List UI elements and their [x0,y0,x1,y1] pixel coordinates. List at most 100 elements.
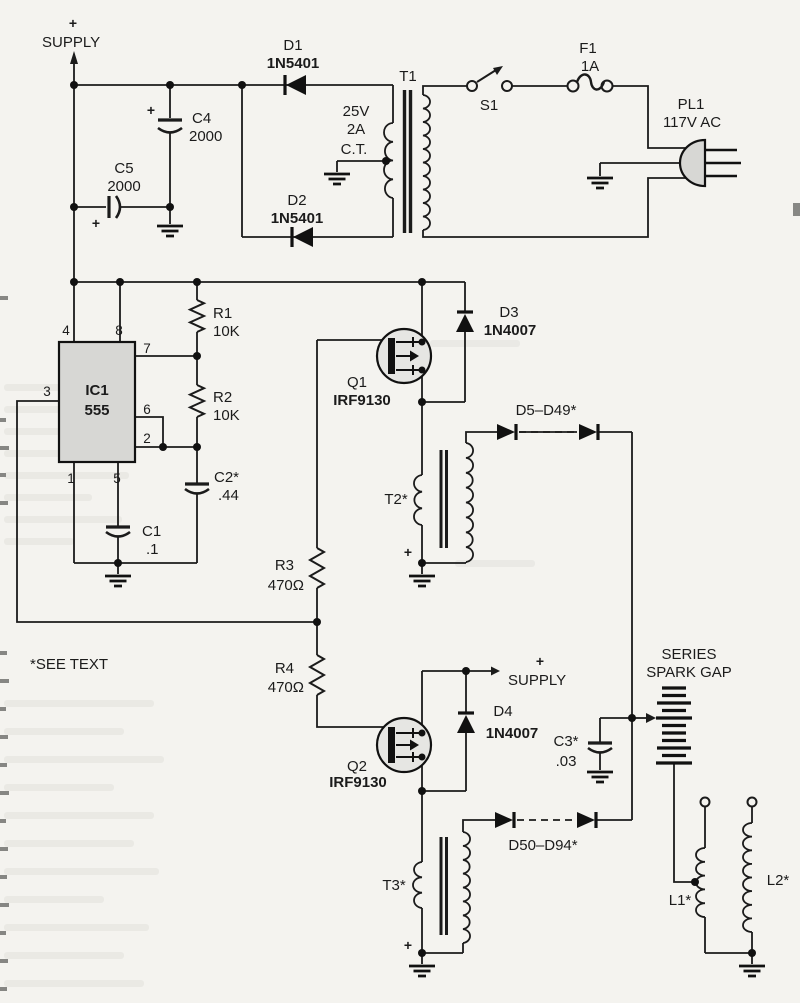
t1-current: 2A [347,121,365,138]
up-arrow-icon [70,51,78,64]
d4-diode [457,711,475,733]
f1-ref: F1 [579,40,597,57]
f1-element [575,73,606,91]
ic1-body [57,340,137,464]
ground-c3-icon [587,770,613,784]
wires [16,62,753,964]
t1-core [402,90,413,233]
ic1-part: 555 [84,402,109,419]
c2-capacitor [184,482,210,495]
t1-ref: T1 [399,68,417,85]
r3-value: 470Ω [268,577,304,594]
d4-part: 1N4007 [486,725,539,742]
r2-resistor [187,384,207,418]
r1-ref: R1 [213,305,232,322]
q2-part: IRF9130 [329,774,387,791]
s1-lever [476,69,497,83]
c4-value: 2000 [189,128,222,145]
wire-sparkgap-to-l1 [673,763,692,883]
t2-ref: T2* [384,491,408,508]
t3-core [439,837,448,935]
r4-resistor [307,654,327,696]
d2-triangle [293,227,313,247]
c4-plus: + [147,102,155,118]
d49-triangle [579,424,597,440]
supply-top-label: SUPPLY [42,34,100,51]
s1-switch [466,66,513,92]
pl1-prongs [705,148,741,178]
q2-mosfet [375,716,433,774]
c2-value: .44 [218,487,239,504]
r1-resistor [187,299,207,333]
q1-mosfet [375,327,433,385]
d4-triangle [457,715,475,733]
t1-voltage: 25V [343,103,370,120]
q1-arrow-icon [410,350,419,362]
supply2-arrow-icon [491,666,500,676]
r2-value: 10K [213,407,240,424]
d4-ref: D4 [493,703,512,720]
pl1-ref: PL1 [678,96,705,113]
r3-resistor [307,547,327,589]
d1-ref: D1 [283,37,302,54]
wire-supply-left-rail [73,62,394,282]
wire-pin3-run [16,400,317,623]
wire-plug-ground [599,162,681,176]
page-edge-marks [0,203,800,991]
c4-capacitor [157,118,183,134]
see-text-note: *SEE TEXT [30,656,108,673]
t3-secondary-coil [462,831,471,944]
q2-source-dot [418,753,426,761]
ground-ic-icon [105,574,131,588]
r4-value: 470Ω [268,679,304,696]
d50-d94-string [495,812,598,828]
c5-ref: C5 [114,160,133,177]
pl1-plug [678,138,741,188]
d3-triangle [456,314,474,332]
c1-plate-curved [105,530,131,538]
t1-transformer [383,90,431,233]
d94-triangle [577,812,595,828]
junction-dots [70,81,756,957]
c5-capacitor [107,195,122,219]
wire-l1-l2-bottom [704,806,753,964]
wire-d3-branch [422,332,466,403]
q1-drain-dot [418,338,426,346]
r3-ref: R3 [275,557,294,574]
t2-transformer [413,442,474,563]
t2-core [439,450,448,548]
spark-gap-arrow-icon [646,713,656,723]
c1-ref: C1 [142,523,161,540]
t3-ref: T3* [382,877,406,894]
q2-arrow-icon [410,739,419,751]
s1-contact-right [501,80,513,92]
d2-diode [290,227,313,247]
ic1-pin5: 5 [113,471,121,486]
t3-plus: + [404,937,412,953]
d1-triangle [286,75,306,95]
ic1-pin6: 6 [143,402,151,417]
wire-gate-q1-r3 [316,339,388,622]
series-spark-gap [646,686,692,765]
q2-drain-dot [418,729,426,737]
c5-plate-curved [114,195,122,219]
c4-ref: C4 [192,110,211,127]
ic1-pin3: 3 [43,384,51,399]
supply-top-plus: + [69,15,77,31]
wire-ic-bottom [73,447,198,574]
q1-source-dot [418,366,426,374]
wire-c3-branch [599,717,632,770]
ground-t1-ct-icon [324,172,350,186]
t3-transformer [412,831,471,944]
d5-triangle [497,424,515,440]
wire-ac-bottom [422,177,687,238]
ground-c4-icon [157,224,183,238]
spark-gap-stack [656,686,692,765]
q1-part: IRF9130 [333,392,391,409]
d3-diode [456,310,474,332]
c3-capacitor [587,741,613,754]
ground-t3-icon [409,964,435,978]
ic1-pin8: 8 [115,323,123,338]
s1-ref: S1 [480,97,498,114]
